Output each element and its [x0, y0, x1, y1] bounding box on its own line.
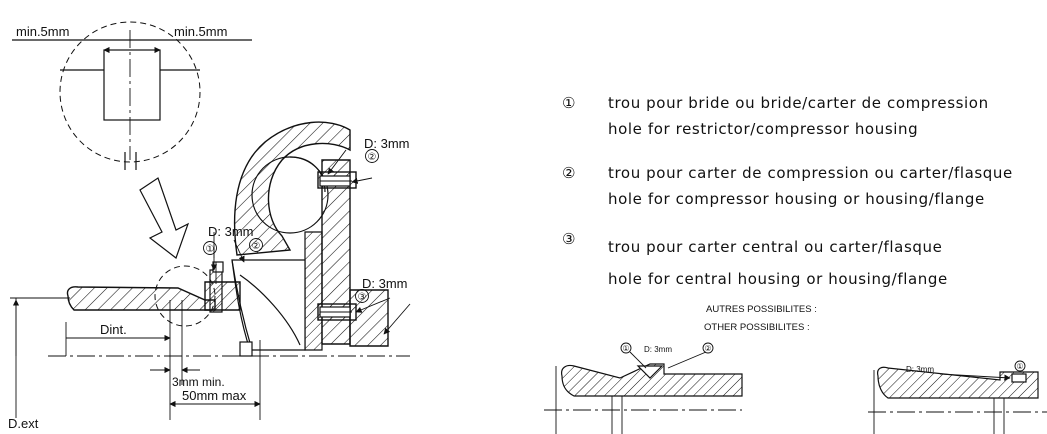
legend-fr-1: trou pour bride ou bride/carter de compr…: [608, 94, 989, 112]
callout-3-right: ③: [358, 292, 367, 303]
housing-section: [231, 159, 389, 351]
other-left-callout-2: ②: [704, 344, 711, 353]
callout-2-top: ②: [368, 152, 377, 163]
label-3mm-min: 3mm min.: [172, 375, 225, 389]
callouts: D: 3mm ② D: 3mm ① ② D: 3mm ③: [203, 136, 411, 335]
label-50mm-max: 50mm max: [182, 388, 247, 403]
other-variant-left: D: 3mm ① ②: [544, 342, 743, 434]
legend-marker-2: ②: [562, 164, 576, 182]
label-dext: D.ext: [8, 416, 39, 431]
legend-fr-3: trou pour carter central ou carter/flasq…: [608, 238, 942, 256]
main-section-drawing: min.5mm min.5mm: [8, 21, 411, 431]
other-right-callout-1: ①: [1016, 362, 1023, 371]
legend-marker-3: ③: [562, 230, 576, 248]
other-right-d3: D: 3mm: [906, 365, 934, 374]
legend: ① trou pour bride ou bride/carter de com…: [562, 94, 1013, 288]
label-d3-top: D: 3mm: [364, 136, 410, 151]
legend-en-1: hole for restrictor/compressor housing: [608, 120, 918, 138]
label-d3-right: D: 3mm: [362, 276, 408, 291]
other-left-d3: D: 3mm: [644, 345, 672, 354]
inlet-detail-circle: [154, 265, 216, 327]
legend-en-2: hole for compressor housing or housing/f…: [608, 190, 985, 208]
legend-fr-2: trou pour carter de compression ou carte…: [608, 164, 1013, 182]
label-d3-mid: D: 3mm: [208, 224, 254, 239]
top-flange-block: [317, 171, 357, 189]
legend-marker-1: ①: [562, 94, 576, 112]
callout-2-mid: ②: [252, 241, 261, 252]
bottom-flange-block: [317, 303, 357, 321]
legend-en-3: hole for central housing or housing/flan…: [608, 270, 948, 288]
dim-min5-left: min.5mm: [16, 24, 69, 39]
other-title-fr: AUTRES POSSIBILITES :: [706, 304, 817, 315]
label-dint: Dint.: [100, 322, 127, 337]
callout-1-mid: ①: [206, 244, 215, 255]
dimensions: Dint. 3mm min. 50mm max D.ext: [8, 297, 261, 431]
dim-min5-right: min.5mm: [174, 24, 227, 39]
detail-circle: min.5mm min.5mm: [12, 21, 252, 170]
other-title-en: OTHER POSSIBILITES :: [704, 322, 810, 333]
other-possibilities: AUTRES POSSIBILITES : OTHER POSSIBILITES…: [544, 304, 1047, 434]
other-left-callout-1: ①: [622, 344, 629, 353]
view-arrow: [139, 177, 190, 259]
other-variant-right: D: 3mm ①: [868, 360, 1047, 434]
